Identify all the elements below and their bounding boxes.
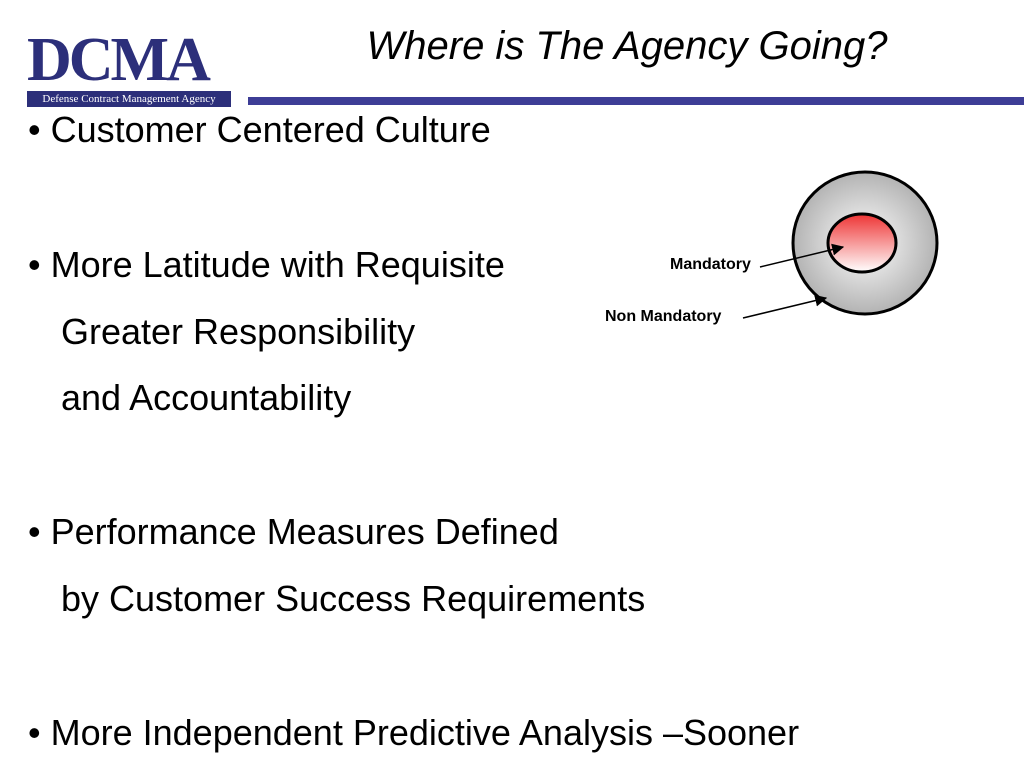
slide-title: Where is The Agency Going? [366,24,888,68]
mandatory-label: Mandatory [670,256,751,273]
bullet-more-latitude: • More Latitude with Requisite [28,244,505,285]
logo-wordmark: DCMA [27,26,211,94]
non-mandatory-arrow [742,294,828,319]
bullet-more-latitude-continued-2: and Accountability [61,377,352,418]
mandatory-circles-diagram: Mandatory Non Mandatory [600,165,945,340]
bullet-performance-measures-continued: by Customer Success Requirements [61,578,646,619]
bullet-more-latitude-continued-1: Greater Responsibility [61,311,416,352]
bullet-customer-centered-culture: • Customer Centered Culture [28,109,491,150]
non-mandatory-label: Non Mandatory [605,308,722,325]
mandatory-arrow [759,243,845,268]
inner-circle-mandatory [826,212,898,274]
bullet-predictive-analysis: • More Independent Predictive Analysis –… [28,712,800,753]
title-rule [248,97,1024,105]
logo-subtitle: Defense Contract Management Agency [27,91,231,107]
bullet-performance-measures: • Performance Measures Defined [28,511,559,552]
concentric-circles-graphic [742,170,939,319]
dcma-logo: DCMA Defense Contract Management Agency [27,26,231,109]
